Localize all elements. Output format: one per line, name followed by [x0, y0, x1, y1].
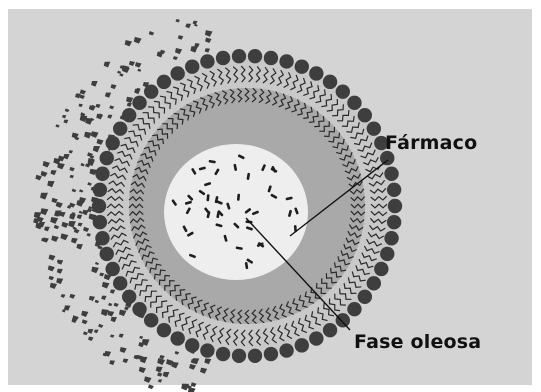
- surfactant-head: [185, 59, 199, 73]
- surfactant-head: [388, 199, 402, 213]
- surfactant-head: [113, 121, 127, 135]
- surfactant-head: [309, 66, 323, 80]
- surfactant-head: [295, 59, 309, 73]
- surfactant-head: [384, 231, 398, 245]
- surfactant-head: [347, 302, 361, 316]
- surfactant-head: [93, 183, 107, 197]
- surfactant-head: [216, 51, 230, 65]
- surfactant-head: [336, 84, 350, 98]
- surfactant-head: [92, 199, 106, 213]
- surfactant-head: [387, 183, 401, 197]
- surfactant-head: [264, 347, 278, 361]
- surfactant-head: [170, 66, 184, 80]
- surfactant-head: [100, 247, 114, 261]
- surfactant-head: [93, 215, 107, 229]
- surfactant-head: [185, 338, 199, 352]
- surfactant-head: [387, 215, 401, 229]
- surfactant-head: [144, 84, 158, 98]
- surfactant-head: [113, 276, 127, 290]
- surfactant-head: [358, 290, 372, 304]
- surfactant-head: [380, 247, 394, 261]
- surfactant-head: [279, 54, 293, 68]
- surfactant-head: [323, 75, 337, 89]
- surfactant-head: [367, 121, 381, 135]
- oil-phase-label: Fase oleosa: [354, 331, 481, 353]
- surfactant-head: [279, 343, 293, 357]
- surfactant-head: [95, 231, 109, 245]
- surfactant-head: [157, 323, 171, 337]
- surfactant-head: [122, 108, 136, 122]
- surfactant-head: [232, 49, 246, 63]
- surfactant-head: [295, 338, 309, 352]
- surfactant-head: [132, 302, 146, 316]
- surfactant-head: [122, 290, 136, 304]
- surfactant-head: [216, 347, 230, 361]
- surfactant-head: [248, 349, 262, 363]
- oil-phase-core: [164, 144, 308, 280]
- surfactant-head: [157, 75, 171, 89]
- surfactant-head: [144, 313, 158, 327]
- surfactant-head: [105, 136, 119, 150]
- surfactant-head: [95, 167, 109, 181]
- surfactant-head: [384, 167, 398, 181]
- surfactant-head: [232, 349, 246, 363]
- surfactant-head: [200, 343, 214, 357]
- surfactant-head: [248, 49, 262, 63]
- surfactant-head: [105, 262, 119, 276]
- surfactant-head: [200, 54, 214, 68]
- drug-label: Fármaco: [385, 132, 477, 154]
- surfactant-head: [309, 331, 323, 345]
- surfactant-head: [358, 108, 372, 122]
- surfactant-head: [132, 96, 146, 110]
- surfactant-head: [336, 313, 350, 327]
- surfactant-head: [323, 323, 337, 337]
- surfactant-head: [347, 96, 361, 110]
- surfactant-head: [374, 262, 388, 276]
- surfactant-head: [170, 331, 184, 345]
- surfactant-head: [367, 276, 381, 290]
- surfactant-head: [100, 151, 114, 165]
- surfactant-head: [264, 51, 278, 65]
